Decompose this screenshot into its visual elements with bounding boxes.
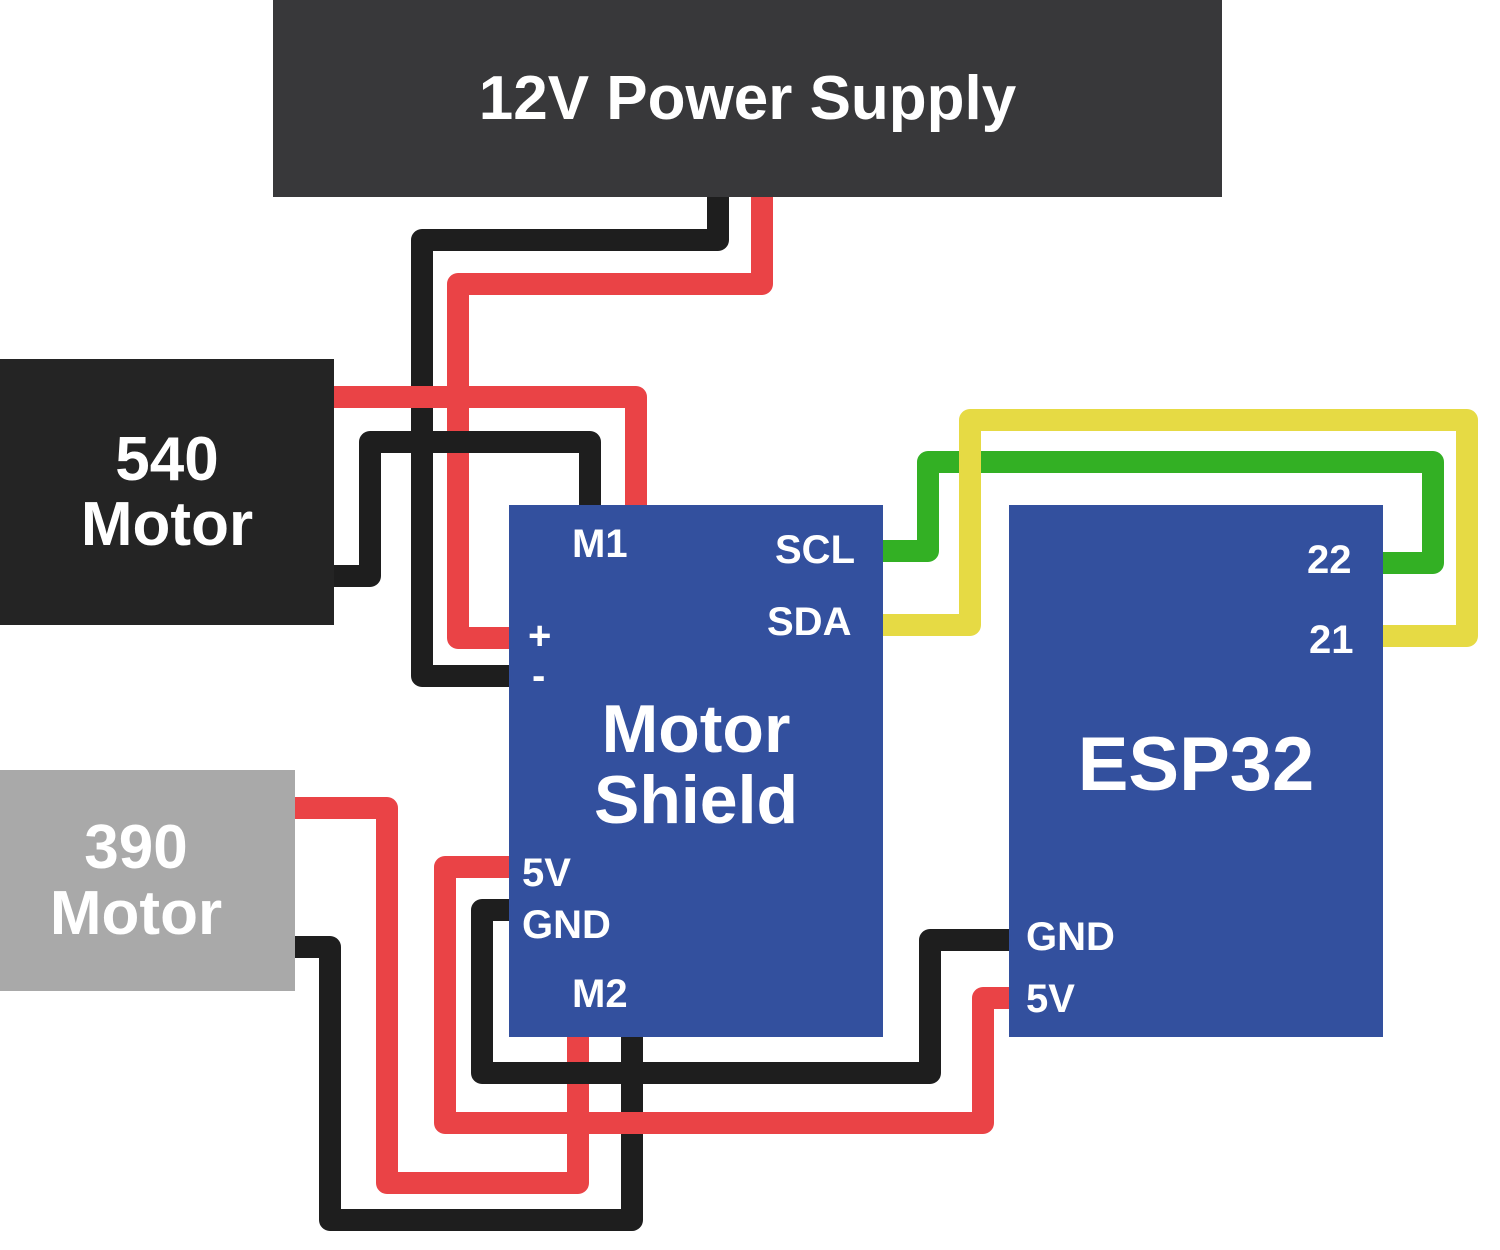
motor-shield-board [509, 505, 883, 1037]
motor-390-label: 390 Motor [0, 770, 272, 991]
shield-pin-gnd: GND [522, 903, 611, 947]
esp32-pin-21: 21 [1309, 618, 1354, 662]
wire-shield-gnd-to-esp32-gnd [471, 899, 1011, 1084]
esp32-pin-gnd: GND [1026, 915, 1115, 959]
motor-540-word: Motor [80, 490, 254, 559]
esp32-title: ESP32 [1077, 722, 1315, 808]
motor-shield-word-1: Motor [601, 690, 791, 767]
esp32-board [1009, 505, 1383, 1037]
motor-540-number: 540 [115, 424, 219, 494]
wire-motor540-red-to-m1 [334, 386, 647, 507]
motor-390-word: Motor [49, 878, 223, 948]
shield-pin-m2: M2 [572, 972, 628, 1016]
wire-motor540-black-to-m1 [334, 431, 601, 587]
motor-390-block [0, 770, 295, 991]
shield-pin-sda: SDA [767, 600, 852, 644]
motor-540-block [0, 359, 334, 625]
motor-shield-title: Motor Shield [509, 685, 883, 845]
shield-pin-5v: 5V [522, 851, 571, 895]
power-supply-label: 12V Power Supply [478, 63, 1017, 133]
esp32-pin-5v: 5V [1026, 977, 1075, 1021]
wire-shield-5v-to-esp32-5v [434, 856, 1011, 1134]
power-supply-block [273, 0, 1222, 197]
shield-pin-scl: SCL [775, 528, 855, 572]
esp32-pin-22: 22 [1307, 538, 1352, 582]
motor-shield-word-2: Shield [593, 762, 799, 838]
motor-390-number: 390 [84, 813, 188, 883]
wire-sda-to-21 [881, 409, 1478, 647]
shield-pin-m1: M1 [572, 522, 628, 566]
shield-pin-minus: - [532, 654, 546, 698]
shield-pin-plus: + [528, 614, 552, 658]
wire-psu-red-to-shield-plus [447, 197, 773, 649]
wire-motor390-black-to-m2 [295, 936, 643, 1231]
motor-540-label: 540 Motor [0, 359, 334, 625]
wire-psu-black-to-shield-minus [411, 197, 729, 687]
wire-scl-to-22 [881, 451, 1444, 574]
